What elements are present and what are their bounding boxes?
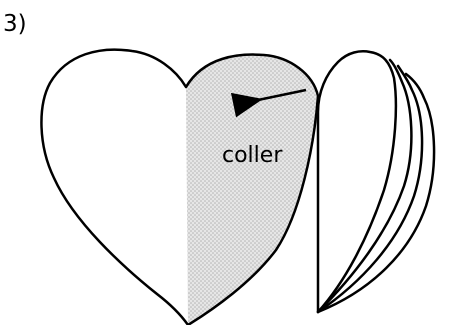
glue-label: coller <box>222 143 283 168</box>
folded-heart-outline <box>318 51 396 312</box>
glue-area <box>186 55 318 325</box>
step-number: 3) <box>3 11 27 37</box>
